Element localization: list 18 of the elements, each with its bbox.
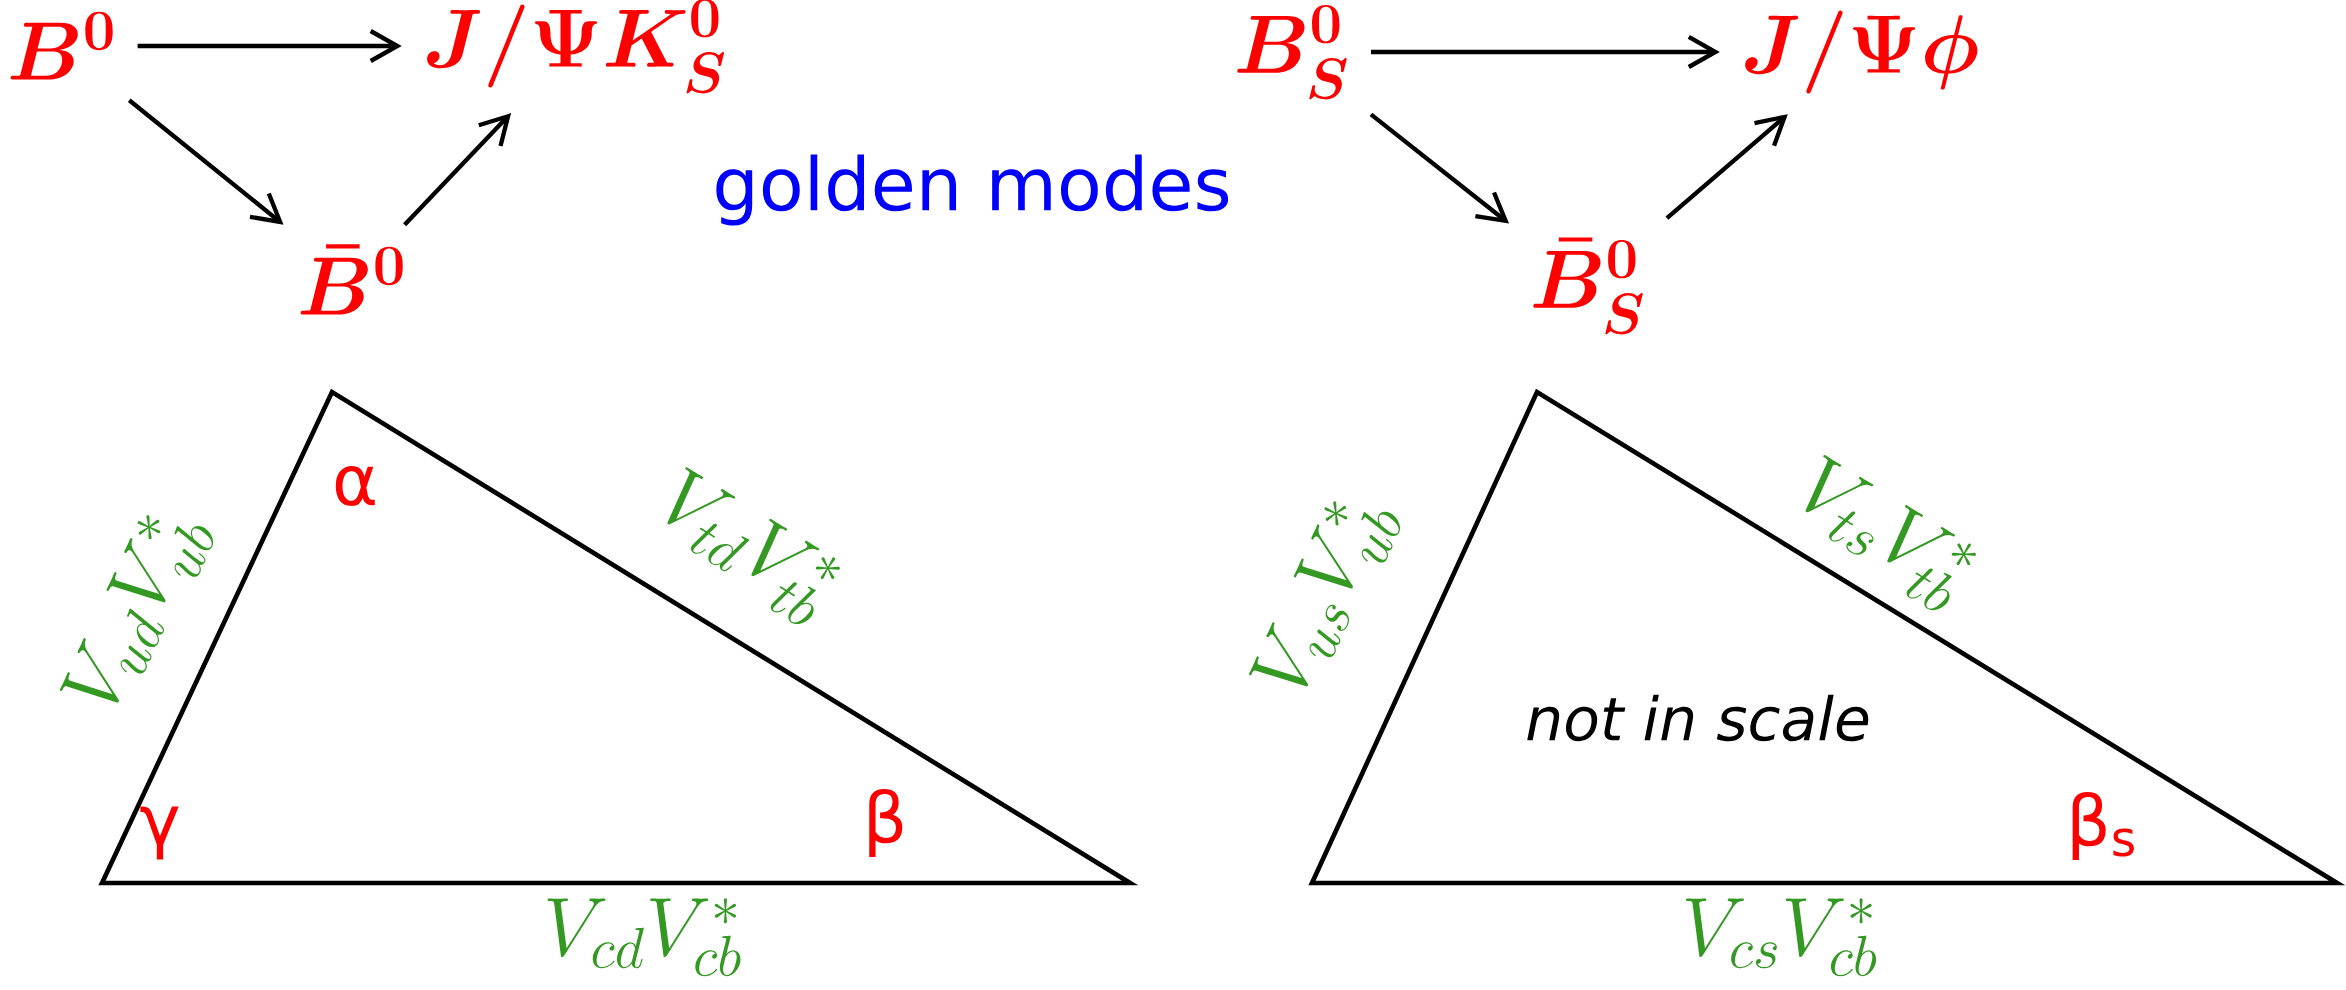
arrow [1665, 114, 1788, 220]
side-label: $V_{ts}V_{tb}^*$ [1805, 454, 1976, 611]
side-label: $V_{cs}V_{cb}^*$ [1685, 898, 1877, 977]
particle-label: $B^0$ [10, 11, 113, 80]
particle-label: $\bar{B}_S^0$ [1533, 237, 1643, 335]
caption-text: golden modes [716, 154, 1229, 226]
side-label: $V_{td}V_{tb}^*$ [667, 467, 840, 624]
side-label: $V_{ud}V_{ub}^*$ [59, 515, 214, 703]
particle-label: $\bar{B}^0$ [300, 244, 403, 315]
particle-label: $B_S^0$ [1237, 4, 1347, 100]
arrow [403, 113, 512, 227]
side-label: $V_{cd}V_{cb}^*$ [547, 898, 741, 977]
arrow [1369, 112, 1510, 224]
arrow [1370, 35, 1720, 69]
side-label: $V_{us}V_{ub}^*$ [1249, 501, 1401, 687]
arrow [137, 29, 402, 63]
particle-label: $J/\Psi\phi$ [1745, 10, 1978, 94]
arrow [127, 98, 284, 225]
